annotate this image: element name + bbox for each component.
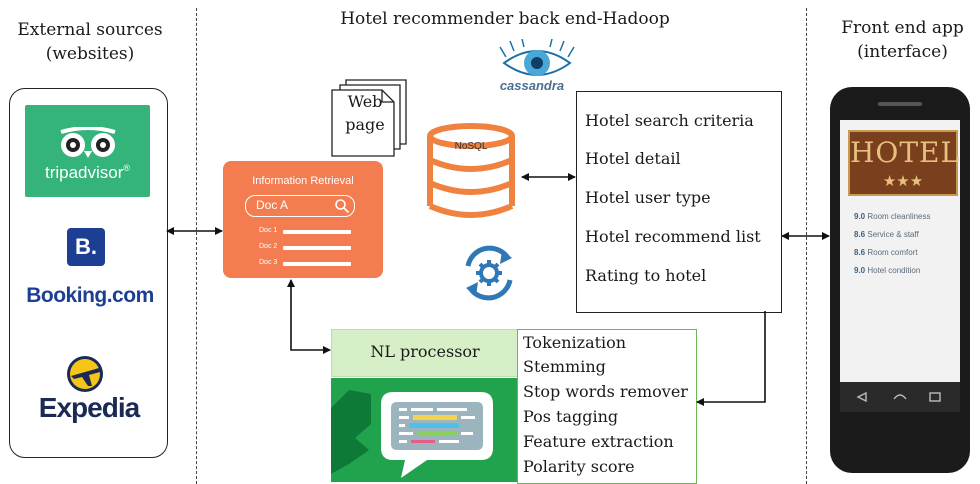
external-sources-title: External sources (websites) [5, 18, 175, 66]
booking-label: Booking.com [26, 284, 154, 307]
separator-left [196, 8, 197, 484]
list-item: Hotel user type [585, 188, 711, 207]
owl-icon [60, 127, 116, 158]
phone-frame: HOTEL ★★★ 9.0 Room cleanliness 8.6 Servi… [830, 87, 970, 473]
rating-row: 8.6 Room comfort [854, 248, 918, 257]
nl-processor-image [331, 378, 517, 482]
rating-label: Service & staff [867, 230, 919, 239]
frontend-title-line1: Front end app [841, 18, 964, 38]
nl-processor-box: NL processor [331, 329, 519, 377]
nosql-database-icon [427, 123, 515, 218]
ir-doc-bar [283, 230, 351, 234]
ir-doc-label: Doc 2 [259, 243, 278, 250]
hotel-stars: ★★★ [882, 172, 924, 190]
sync-gear-icon [465, 245, 513, 301]
web-page-label: Web page [338, 90, 392, 136]
hotel-sign: HOTEL ★★★ [848, 130, 961, 196]
booking-b-icon: B. [67, 228, 105, 266]
list-item: Rating to hotel [585, 266, 707, 285]
phone-screen: HOTEL ★★★ 9.0 Room cleanliness 8.6 Servi… [840, 120, 960, 412]
cassandra-label: cassandra [499, 78, 565, 93]
rating-row: 9.0 Room cleanliness [854, 212, 931, 221]
list-item: Hotel detail [585, 149, 681, 168]
web-page-label-line1: Web [347, 92, 383, 111]
rating-row: 8.6 Service & staff [854, 230, 919, 239]
ir-doc-bar [283, 246, 351, 250]
list-item: Tokenization [523, 333, 627, 352]
ir-doc-label: Doc 3 [259, 259, 278, 266]
backend-title: Hotel recommender back end-Hadoop [340, 9, 670, 29]
speech-bubble-icon [331, 390, 493, 478]
tripadvisor-trademark: ® [123, 163, 131, 173]
rating-score: 9.0 [854, 266, 866, 275]
list-item: Stop words remover [523, 382, 688, 401]
rating-score: 8.6 [854, 230, 866, 239]
external-sources-title-line1: External sources [17, 20, 163, 40]
expedia-label: Expedia [38, 392, 140, 423]
rating-label: Room comfort [867, 248, 918, 257]
web-page-label-line2: page [345, 115, 385, 134]
ir-doc-label: Doc 1 [259, 227, 278, 234]
nosql-label: NoSQL [454, 141, 488, 152]
rating-label: Room cleanliness [867, 212, 931, 221]
backend-data-list: Hotel search criteria Hotel detail Hotel… [576, 91, 782, 313]
ir-search-field: Doc A [245, 195, 355, 217]
information-retrieval-card: Information Retrieval Doc A Doc 1 Doc 2 … [223, 161, 383, 278]
rating-label: Hotel condition [867, 266, 921, 275]
frontend-title-line2: (interface) [857, 42, 948, 62]
tripadvisor-logo: tripadvisor® [25, 105, 150, 197]
expedia-plane-icon [67, 356, 103, 392]
nl-steps-list: Tokenization Stemming Stop words remover… [517, 329, 697, 484]
cassandra-eye-icon [499, 39, 575, 76]
phone-nav-bar [840, 382, 960, 412]
list-item: Pos tagging [523, 407, 619, 426]
external-sources-title-line2: (websites) [45, 44, 135, 64]
list-item: Polarity score [523, 457, 635, 476]
list-item: Hotel recommend list [585, 227, 761, 246]
list-item: Hotel search criteria [585, 111, 754, 130]
web-page-icon [331, 79, 407, 157]
ir-search-text: Doc A [256, 198, 289, 212]
phone-speaker [878, 102, 922, 106]
nav-icons [856, 391, 941, 403]
frontend-title: Front end app (interface) [825, 16, 980, 64]
list-item: Feature extraction [523, 432, 674, 451]
rating-row: 9.0 Hotel condition [854, 266, 920, 275]
separator-right [806, 8, 807, 484]
arrow-list-to-steps [696, 311, 766, 406]
rating-score: 8.6 [854, 248, 866, 257]
ir-doc-bar [283, 262, 351, 266]
arrow-ir-to-nl [287, 279, 331, 354]
tripadvisor-label: tripadvisor [44, 163, 124, 182]
magnifier-icon [335, 199, 350, 214]
information-retrieval-title: Information Retrieval [252, 175, 354, 187]
list-item: Stemming [523, 357, 606, 376]
rating-score: 9.0 [854, 212, 866, 221]
nl-processor-label: NL processor [370, 342, 480, 361]
hotel-sign-text: HOTEL [850, 136, 961, 169]
